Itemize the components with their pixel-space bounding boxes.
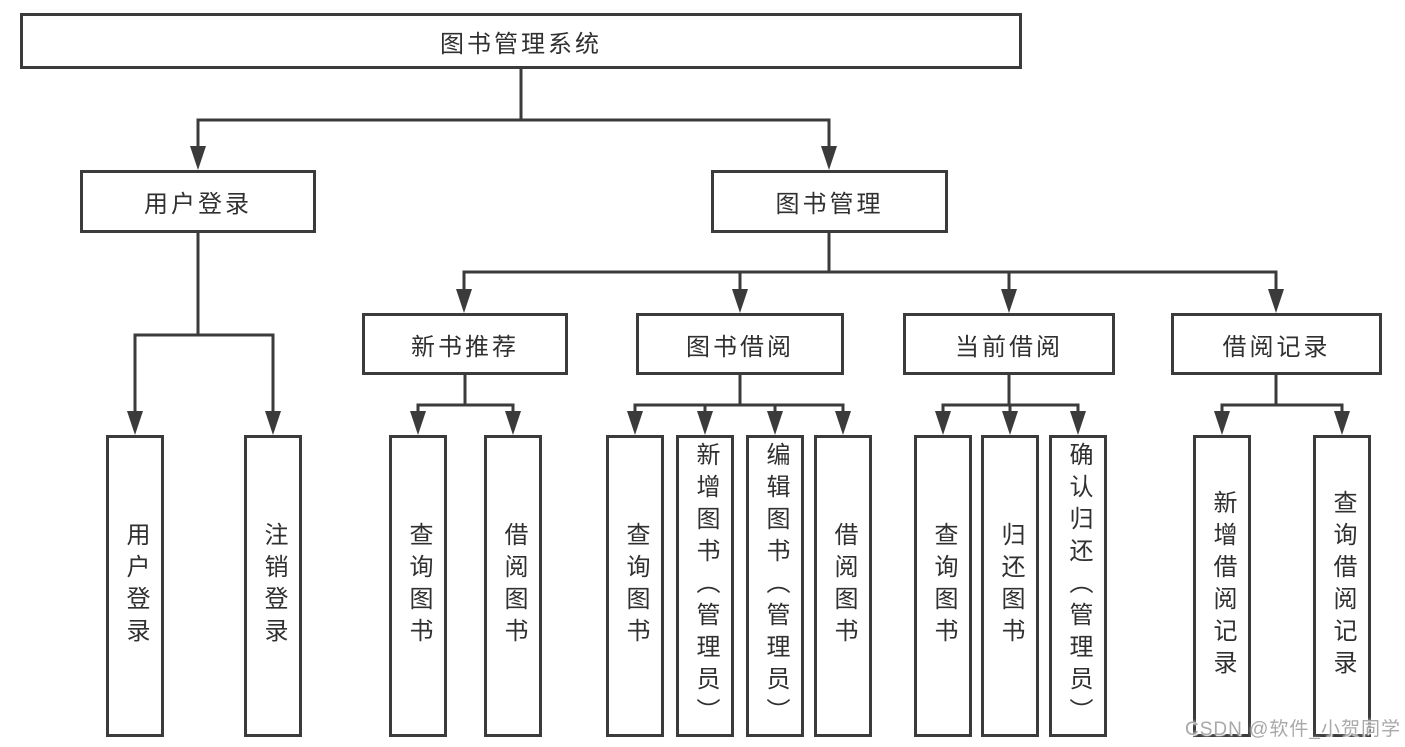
node-borrow-records: 借阅记录 (1171, 313, 1382, 375)
node-current-borrow-label: 当前借阅 (955, 333, 1063, 361)
node-borrow-records-label: 借阅记录 (1222, 333, 1331, 361)
node-book-borrow: 图书借阅 (636, 313, 844, 375)
leaf-return-book: 归还图书 (981, 435, 1039, 737)
leaf-logout-label: 注销登录 (260, 522, 287, 650)
leaf-user-login: 用户登录 (106, 435, 164, 737)
leaf-current-query-books-label: 查询图书 (930, 522, 957, 650)
node-book-management: 图书管理 (711, 170, 948, 233)
node-library-system: 图书管理系统 (20, 13, 1022, 69)
leaf-confirm-return-admin: 确认归还（管理员） (1049, 435, 1107, 737)
leaf-recommend-query-books-label: 查询图书 (405, 522, 432, 650)
leaf-add-borrow-record-label: 新增借阅记录 (1209, 490, 1236, 682)
node-library-system-label: 图书管理系统 (440, 30, 602, 58)
leaf-borrow-query-books: 查询图书 (606, 435, 664, 737)
leaf-add-book-admin: 新增图书（管理员） (676, 435, 734, 737)
node-book-borrow-label: 图书借阅 (686, 333, 794, 361)
leaf-recommend-borrow-books: 借阅图书 (484, 435, 542, 737)
node-user-login-label: 用户登录 (144, 191, 252, 218)
leaf-recommend-query-books: 查询图书 (389, 435, 447, 737)
leaf-recommend-borrow-books-label: 借阅图书 (500, 522, 527, 650)
node-new-book-recommend: 新书推荐 (362, 313, 568, 375)
leaf-query-borrow-record-label: 查询借阅记录 (1329, 490, 1356, 682)
arrowheads (127, 146, 1350, 435)
node-user-login: 用户登录 (80, 170, 316, 233)
leaf-edit-book-admin-label: 编辑图书（管理员） (762, 442, 789, 730)
node-new-book-recommend-label: 新书推荐 (411, 333, 519, 361)
leaf-edit-book-admin: 编辑图书（管理员） (746, 435, 804, 737)
csdn-watermark: CSDN @软件_小贺同学 (1185, 719, 1401, 740)
leaf-borrow-borrow-books-label: 借阅图书 (830, 522, 857, 650)
leaf-add-borrow-record: 新增借阅记录 (1193, 435, 1251, 737)
leaf-query-borrow-record: 查询借阅记录 (1313, 435, 1371, 737)
node-book-management-label: 图书管理 (775, 191, 884, 218)
leaf-return-book-label: 归还图书 (997, 522, 1024, 650)
leaf-borrow-borrow-books: 借阅图书 (814, 435, 872, 737)
leaf-logout: 注销登录 (244, 435, 302, 737)
leaf-user-login-label: 用户登录 (122, 522, 149, 650)
leaf-confirm-return-admin-label: 确认归还（管理员） (1065, 442, 1092, 730)
node-current-borrow: 当前借阅 (903, 313, 1115, 375)
leaf-add-book-admin-label: 新增图书（管理员） (692, 442, 719, 730)
leaf-borrow-query-books-label: 查询图书 (622, 522, 649, 650)
leaf-current-query-books: 查询图书 (914, 435, 972, 737)
